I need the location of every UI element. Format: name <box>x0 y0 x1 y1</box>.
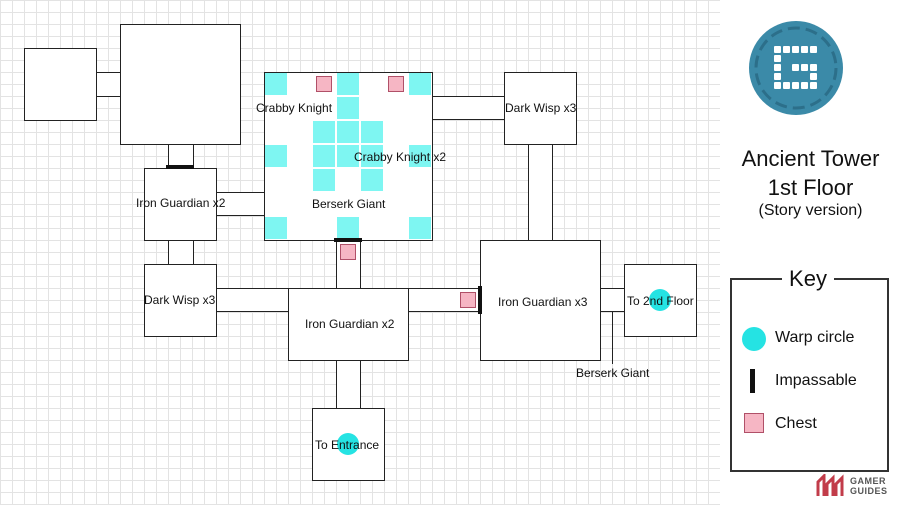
label-dark-wisp-x3-north: Dark Wisp x3 <box>505 101 577 115</box>
floor-tile <box>337 73 359 95</box>
dungeon-map: Crabby Knight Crabby Knight x2 Berserk G… <box>0 0 720 505</box>
label-berserk-giant-east: Berserk Giant <box>576 366 650 380</box>
floor-tile <box>265 217 287 239</box>
floor-tile <box>361 121 383 143</box>
chest-marker <box>388 76 404 92</box>
game-logo-icon <box>749 21 843 115</box>
room-dark-wisp-x3-north <box>504 72 577 145</box>
title-line-2: 1st Floor <box>767 175 854 200</box>
label-dark-wisp-x3-west: Dark Wisp x3 <box>144 293 216 307</box>
floor-tile <box>313 169 335 191</box>
chest-marker <box>316 76 332 92</box>
chest-marker <box>340 244 356 260</box>
corridor <box>599 288 625 312</box>
corridor <box>168 239 194 265</box>
warp-circle-icon <box>742 327 766 351</box>
pointer-line <box>612 312 613 364</box>
label-crabby-knight-x2: Crabby Knight x2 <box>354 150 447 164</box>
room-small-northwest <box>24 48 97 121</box>
floor-tile <box>409 145 431 167</box>
corridor <box>216 288 290 312</box>
impassable-icon <box>750 369 755 393</box>
floor-tile <box>313 121 335 143</box>
impassable-wall <box>478 286 482 314</box>
impassable-wall <box>166 165 194 169</box>
room-large-northwest <box>120 24 241 145</box>
label-iron-guardian-x2-center: Iron Guardian x2 <box>305 317 395 331</box>
key-impassable-label: Impassable <box>775 372 857 389</box>
label-to-entrance: To Entrance <box>315 438 380 452</box>
corridor <box>528 143 553 241</box>
room-iron-guardian-x2-west <box>144 168 217 241</box>
impassable-wall <box>334 238 362 242</box>
room-iron-guardian-x3 <box>480 240 601 361</box>
watermark-text: GAMER GUIDES <box>850 476 888 496</box>
floor-tile <box>337 145 359 167</box>
floor-tile <box>361 169 383 191</box>
key-chest-label: Chest <box>775 415 817 432</box>
chest-icon <box>744 413 764 433</box>
room-iron-guardian-x2-center <box>288 288 409 361</box>
floor-tile <box>337 121 359 143</box>
title-line-1: Ancient Tower <box>741 146 880 171</box>
floor-tile <box>337 217 359 239</box>
floor-tile <box>265 145 287 167</box>
label-iron-guardian-x2-west: Iron Guardian x2 <box>136 196 226 210</box>
label-to-2nd-floor: To 2nd Floor <box>627 294 694 308</box>
corridor <box>96 72 122 97</box>
watermark-line-2: GUIDES <box>850 486 888 496</box>
warp-circle <box>649 289 671 311</box>
gamer-guides-logo-icon <box>816 474 844 496</box>
chest-marker <box>460 292 476 308</box>
title-line-3: (Story version) <box>758 202 863 219</box>
key-warp-label: Warp circle <box>775 329 855 346</box>
corridor <box>431 96 505 120</box>
room-dark-wisp-x3-west <box>144 264 217 337</box>
key-title: Key <box>782 266 834 292</box>
key-box <box>730 278 889 472</box>
warp-circle <box>337 433 359 455</box>
floor-tile <box>313 145 335 167</box>
label-iron-guardian-x3: Iron Guardian x3 <box>498 295 588 309</box>
floor-tile <box>361 145 383 167</box>
label-berserk-giant: Berserk Giant <box>312 197 386 211</box>
floor-tile <box>409 73 431 95</box>
corridor <box>336 359 361 410</box>
floor-tile <box>409 217 431 239</box>
watermark-line-1: GAMER <box>850 476 886 486</box>
floor-tile <box>337 97 359 119</box>
floor-tile <box>265 73 287 95</box>
label-crabby-knight: Crabby Knight <box>256 101 333 115</box>
